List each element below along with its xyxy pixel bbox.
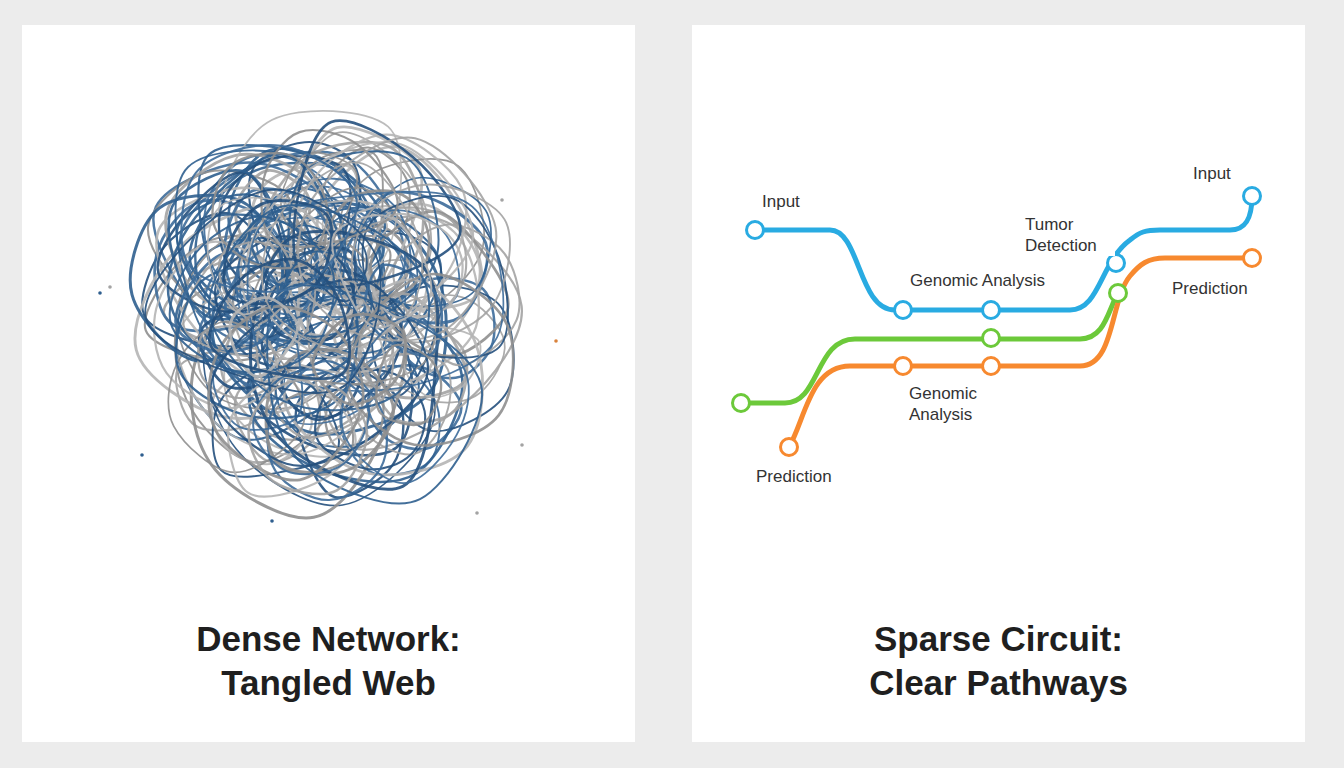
station-circle (1244, 250, 1261, 267)
panel-title: Dense Network: Tangled Web (179, 617, 479, 705)
station-label: Genomic Analysis (907, 383, 993, 425)
station-circle (747, 222, 764, 239)
station-label: Input (760, 191, 802, 212)
station-circle (895, 358, 912, 375)
panel-card: Dense Network: Tangled Web (22, 25, 635, 742)
station-circle (733, 395, 750, 412)
station-circle (781, 439, 798, 456)
pathway-line (755, 196, 1252, 310)
station-circle (1244, 188, 1261, 205)
panel-card: Sparse Circuit: Clear Pathways InputTumor… (692, 25, 1305, 742)
station-circle (983, 302, 1000, 319)
station-circle (1108, 255, 1125, 272)
station-circle (1110, 285, 1127, 302)
station-circle (983, 330, 1000, 347)
panel-title: Sparse Circuit: Clear Pathways (839, 617, 1159, 705)
pathway-line (789, 258, 1252, 447)
station-circle (983, 358, 1000, 375)
station-label: Tumor Detection (1023, 214, 1115, 256)
station-label: Prediction (1170, 278, 1250, 299)
station-label: Genomic Analysis (908, 270, 1047, 291)
station-circle (895, 302, 912, 319)
station-label: Prediction (754, 466, 834, 487)
station-label: Input (1191, 163, 1233, 184)
